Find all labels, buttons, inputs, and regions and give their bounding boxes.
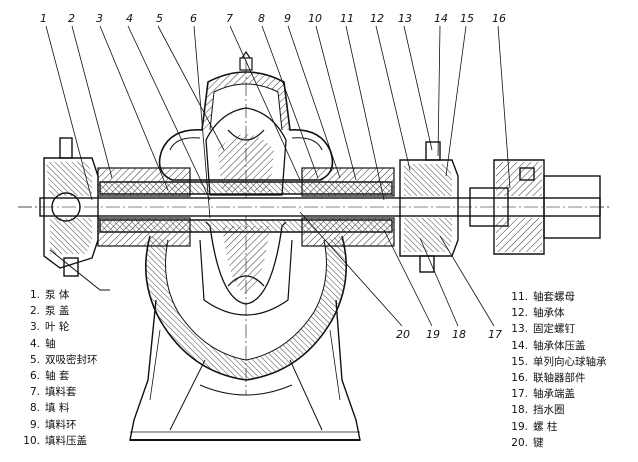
legend-item: 8.填 料 [29,402,70,415]
legend-item: 4.轴 [29,337,56,350]
bearing-right-hatch [404,164,452,196]
bearing-housing-right [399,141,459,273]
legend-item: 14.轴承体压盖 [511,339,586,352]
coupling-hatch-2 [496,218,542,252]
packing-hatch-1 [98,168,190,196]
legend-item: 6.轴 套 [29,370,70,383]
callout-14: 14 [434,12,448,25]
legend-item: 19.螺 柱 [511,420,558,433]
legend-item: 18.挡水圈 [511,404,565,417]
callout-7: 7 [226,12,233,25]
callout-19: 19 [426,328,440,341]
packing-hatch-2 [302,168,394,196]
legend-item: 10.填料压盖 [23,434,87,447]
legend-item: 20.键 [511,436,544,449]
callout-10: 10 [308,12,322,25]
casing-lower-hatch [145,236,347,380]
callout-17: 17 [488,328,502,341]
legend-item: 3.叶 轮 [29,321,70,334]
bearing-right-hatch-2 [404,218,452,252]
callout-4: 4 [126,12,133,25]
coupling [469,159,601,255]
pump-base [129,299,361,441]
shaft [39,197,601,217]
packing-hatch-3 [98,218,190,246]
callout-16: 16 [492,12,506,25]
legend-item: 5.双吸密封环 [29,353,98,366]
legend-item: 9.填料环 [29,418,77,431]
callout-12: 12 [370,12,384,25]
legend-item: 1.泵 体 [29,289,70,301]
callout-6: 6 [190,12,197,25]
callout-1: 1 [40,12,47,25]
coupling-hatch [496,162,542,196]
callout-18: 18 [452,328,466,341]
leader-lines-bottom [299,211,495,327]
callouts-bottom: 20 19 18 17 [396,328,502,341]
callout-11: 11 [340,12,354,25]
parts-legend-left: 1.泵 体 2.泵 盖 3.叶 轮 4.轴 5.双吸密封环 6.轴 套 7.填料… [20,287,98,449]
legend-item: 17.轴承端盖 [511,388,575,401]
bearing-left-hatch-2 [50,218,92,254]
legend-item: 7.填料套 [29,386,77,399]
leader-lines-top [45,25,511,219]
callout-2: 2 [68,12,75,25]
legend-item: 13.固定螺钉 [511,323,575,336]
callout-20: 20 [396,328,410,341]
casing-upper-hatch [202,72,290,130]
callout-5: 5 [156,12,163,25]
legend-item: 11.轴套螺母 [511,291,575,303]
callout-13: 13 [398,12,412,25]
callouts-top: 1 2 3 4 5 6 7 8 9 10 11 12 13 14 15 16 [40,12,506,25]
callout-3: 3 [96,12,103,25]
callout-8: 8 [258,12,265,25]
bearing-left-hatch [46,162,92,196]
parts-legend-right: 11.轴套螺母 12.轴承体 13.固定螺钉 14.轴承体压盖 15.单列向心球… [508,289,607,451]
impeller-hatch-lower [222,226,270,294]
callout-9: 9 [284,12,291,25]
packing-hatch-4 [302,218,394,246]
legend-item: 16.联轴器部件 [511,372,586,385]
legend-item: 12.轴承体 [511,307,565,320]
legend-item: 2.泵 盖 [29,305,70,318]
impeller-hatch [218,134,274,192]
legend-item: 15.单列向心球轴承 [511,355,607,368]
callout-15: 15 [460,12,474,25]
